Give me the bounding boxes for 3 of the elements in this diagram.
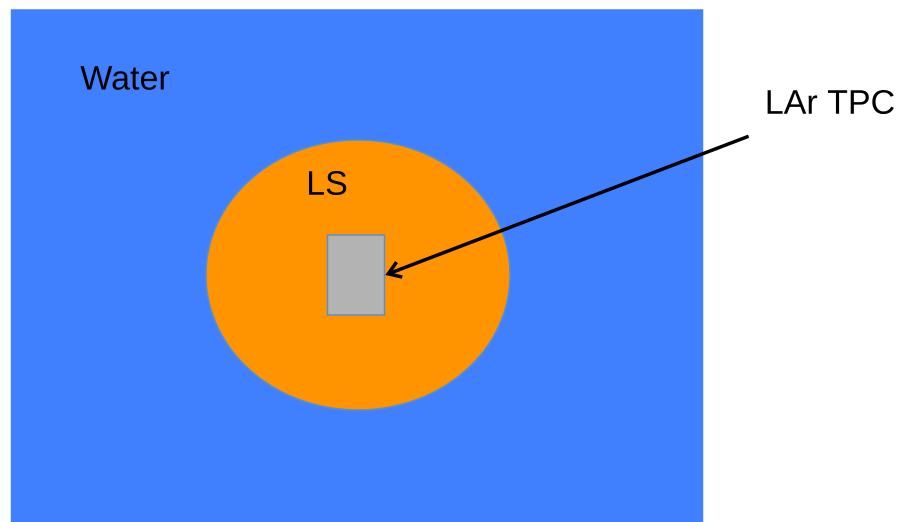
detector-box: [326, 234, 386, 316]
detector-label: LAr TPC: [768, 90, 894, 114]
arrow: [385, 134, 750, 279]
